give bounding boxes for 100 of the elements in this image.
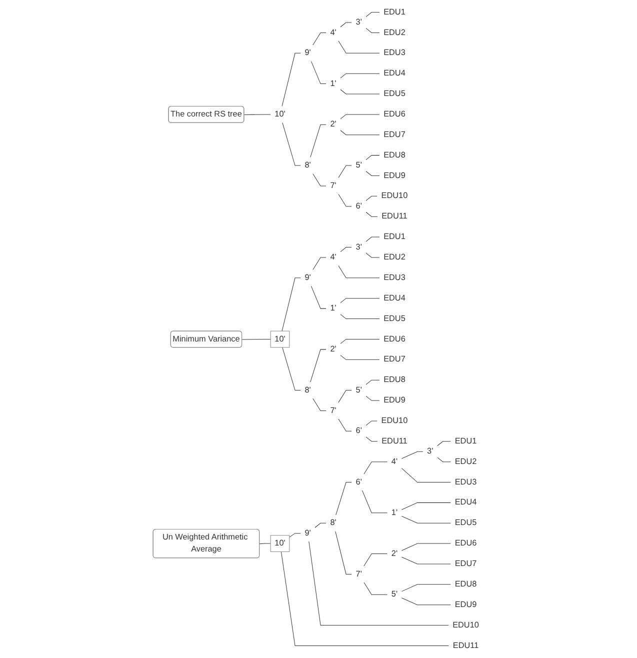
connector <box>366 155 380 160</box>
connector <box>340 89 380 94</box>
node-text: EDU6 <box>384 334 406 344</box>
connector <box>340 314 380 320</box>
node-text: 4' <box>330 28 337 37</box>
node-text: EDU4 <box>384 294 406 302</box>
connector <box>313 398 327 411</box>
node-text: EDU9 <box>384 171 406 180</box>
connector <box>402 584 452 592</box>
connector <box>313 173 327 186</box>
node-text: EDU6 <box>455 538 478 548</box>
connector <box>402 502 452 510</box>
node-text: EDU11 <box>453 641 480 650</box>
node-box: 10' <box>270 535 290 552</box>
node-text: EDU10 <box>382 192 408 200</box>
node-text: EDU4 <box>384 68 406 78</box>
node-text: 6' <box>356 202 362 210</box>
node-text: EDU11 <box>382 212 408 221</box>
node-text: 1' <box>330 79 337 88</box>
connector <box>340 22 352 28</box>
node-text: EDU7 <box>384 130 406 139</box>
node-text: EDU5 <box>455 518 478 528</box>
node-text: EDU3 <box>384 273 406 282</box>
connector <box>310 124 327 158</box>
connector <box>366 420 378 426</box>
connector <box>402 543 452 551</box>
node-text: EDU10 <box>382 416 408 426</box>
node-text: 5' <box>356 386 362 394</box>
connector <box>340 247 352 252</box>
node-text: EDU11 <box>382 436 408 446</box>
node-text: EDU8 <box>384 375 406 384</box>
connector <box>311 286 327 309</box>
connector <box>336 482 352 516</box>
connector <box>315 522 327 528</box>
connector <box>340 338 380 344</box>
connector <box>340 354 380 360</box>
node-text: EDU5 <box>384 314 406 323</box>
connector <box>340 73 380 78</box>
node-text: EDU5 <box>384 89 406 98</box>
connector <box>281 551 450 646</box>
connector <box>402 556 452 564</box>
connector <box>313 257 327 270</box>
connector <box>340 130 380 136</box>
node-text: 9' <box>305 48 312 58</box>
connector <box>282 278 302 332</box>
node-text: EDU4 <box>455 498 478 507</box>
connector <box>336 531 352 574</box>
node-text: 9' <box>305 528 312 538</box>
node-text: EDU3 <box>384 48 406 58</box>
node-text: EDU6 <box>384 110 406 119</box>
connector <box>402 516 452 524</box>
node-text: EDU9 <box>384 396 406 405</box>
connector <box>437 457 452 462</box>
node-text: 2' <box>330 120 337 129</box>
node-text: EDU2 <box>384 252 406 262</box>
connector <box>366 12 380 18</box>
node-text: EDU1 <box>455 436 478 446</box>
node-text: 4' <box>392 457 398 466</box>
node-text: 5' <box>392 590 398 599</box>
node-text: EDU7 <box>384 355 406 364</box>
connector <box>366 252 380 258</box>
connector <box>366 396 380 401</box>
connector <box>402 451 424 459</box>
connector <box>338 265 380 278</box>
connector <box>437 441 452 446</box>
connector <box>340 298 380 304</box>
connector <box>290 533 302 538</box>
connector <box>282 122 302 166</box>
node-text: 3' <box>356 242 362 252</box>
connector <box>366 380 380 385</box>
connector <box>311 61 327 84</box>
connector <box>338 165 352 178</box>
connector <box>366 436 378 442</box>
connector <box>309 541 450 626</box>
connector <box>338 418 352 432</box>
node-text: 3' <box>428 447 434 456</box>
connector <box>402 598 452 606</box>
node-box: 10' <box>270 330 290 348</box>
node-text: 8' <box>305 160 312 170</box>
node-text: 5' <box>356 160 362 170</box>
node-text: 2' <box>330 344 337 354</box>
connector <box>313 32 327 46</box>
connector <box>260 543 272 544</box>
node-text: 7' <box>330 406 337 415</box>
node-text: 9' <box>305 273 312 282</box>
connector <box>366 236 380 242</box>
connector <box>338 194 352 207</box>
connector <box>340 114 380 120</box>
node-text: 7' <box>356 570 362 578</box>
node-text: 6' <box>356 478 362 486</box>
connector <box>338 390 352 403</box>
connector <box>338 40 380 54</box>
node-text: 8' <box>330 518 337 528</box>
node-text: EDU8 <box>384 150 406 160</box>
node-text: 1' <box>392 508 398 517</box>
node-text: EDU2 <box>384 28 406 37</box>
connector <box>242 338 272 340</box>
connector <box>366 171 380 176</box>
connector <box>402 468 452 482</box>
node-text: 7' <box>330 181 337 190</box>
